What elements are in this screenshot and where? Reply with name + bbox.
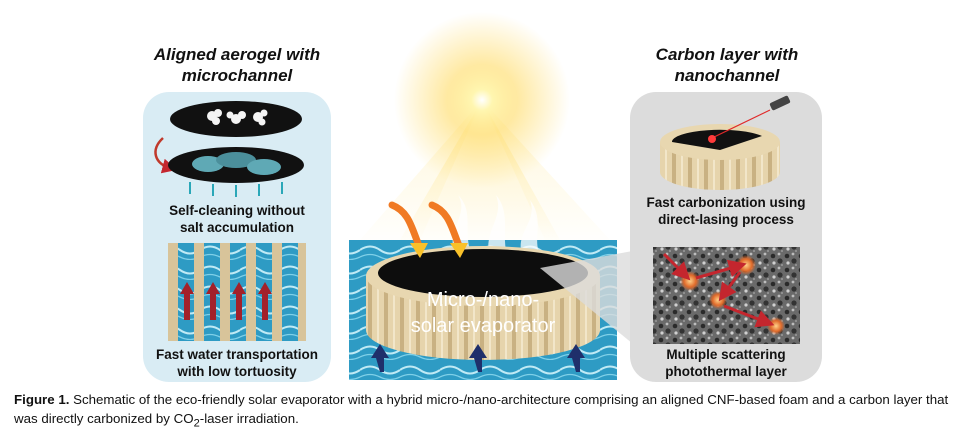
fast-carbonization-line2: direct-lasing process <box>658 212 794 227</box>
figure-label: Figure 1. <box>14 392 70 407</box>
laser-disc <box>660 124 780 190</box>
right-title-line1: Carbon layer with <box>655 45 799 64</box>
self-cleaning-label: Self-cleaning without salt accumulation <box>143 202 331 236</box>
caption-text: Schematic of the eco-friendly solar evap… <box>14 392 949 426</box>
right-title-line2: nanochannel <box>674 66 780 85</box>
vapor-wisps <box>452 195 540 258</box>
fast-carbonization-line1: Fast carbonization using <box>646 195 806 210</box>
salt-disc-top <box>170 101 302 137</box>
water-uptake-arrows <box>371 344 585 372</box>
upflow-arrows <box>189 182 283 197</box>
salt-disc-dissolving <box>168 147 304 183</box>
right-panel-title: Carbon layer with nanochannel <box>612 44 842 86</box>
figure-caption: Figure 1. Schematic of the eco-friendly … <box>14 390 964 434</box>
fast-carbonization-label: Fast carbonization using direct-lasing p… <box>626 194 826 228</box>
scattering-line1: Multiple scattering <box>666 347 786 362</box>
laser-icon <box>708 95 791 143</box>
scattering-label: Multiple scattering photothermal layer <box>626 346 826 380</box>
scattering-line2: photothermal layer <box>665 364 787 379</box>
water-transport-label: Fast water transportation with low tortu… <box>133 346 341 380</box>
self-cleaning-line2: salt accumulation <box>179 220 295 235</box>
evaporator-label-line1: Micro-/nano- <box>427 289 539 311</box>
scattering-arrows <box>662 252 775 328</box>
left-title-line1: Aligned aerogel with <box>153 45 321 64</box>
left-panel-title: Aligned aerogel with microchannel <box>120 44 354 86</box>
sun-icon <box>394 12 570 188</box>
left-title-line2: microchannel <box>181 66 293 85</box>
caption-subscript: 2 <box>193 417 200 430</box>
water-flow-arrows <box>180 282 272 320</box>
water-transport-line1: Fast water transportation <box>155 347 319 362</box>
cycle-arrow <box>154 137 178 174</box>
zoom-connector <box>540 250 638 348</box>
light-arrowhead-1 <box>410 243 428 258</box>
figure: Aligned aerogel with microchannel Carbon… <box>120 12 842 382</box>
illustration: Micro-/nano- solar evaporator <box>154 12 800 380</box>
light-arrowhead-2 <box>450 243 468 258</box>
evaporator-label-line2: solar evaporator <box>411 315 556 337</box>
caption-text-end: -laser irradiation. <box>199 411 299 426</box>
evaporator-cylinder <box>366 246 600 360</box>
self-cleaning-line1: Self-cleaning without <box>169 203 305 218</box>
water-transport-line2: with low tortuosity <box>177 364 297 379</box>
